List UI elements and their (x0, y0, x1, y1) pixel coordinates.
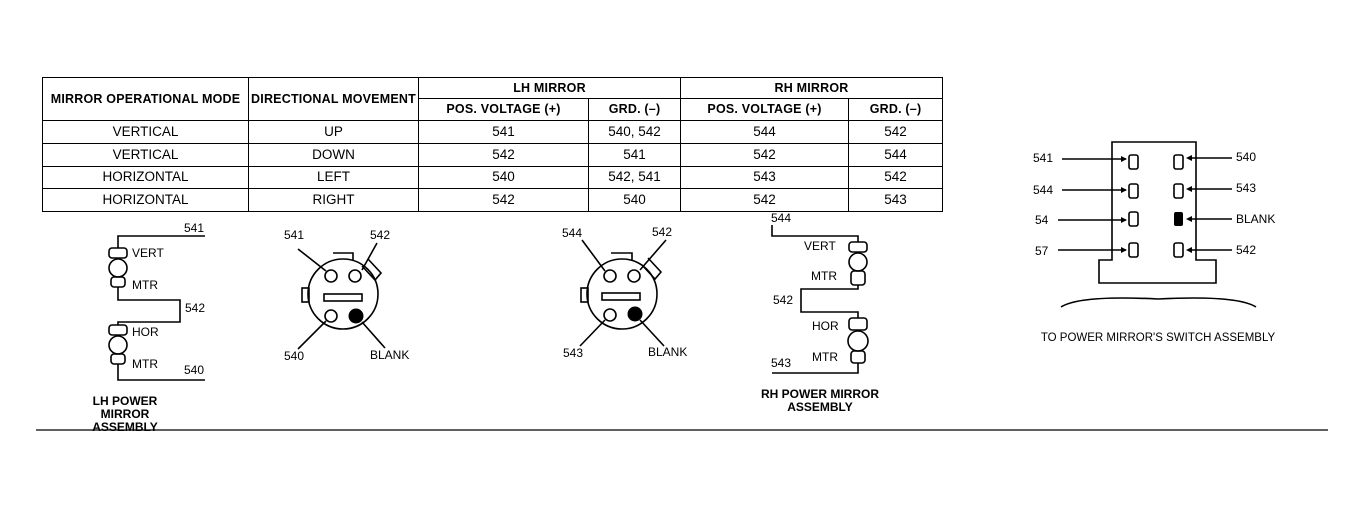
switch-pin-541-label: 541 (1033, 151, 1054, 165)
rh-conn-544-label: 544 (562, 226, 583, 240)
switch-pin-543-label: 543 (1236, 181, 1257, 195)
lh-assembly-title: LH POWER MIRROR ASSEMBLY (92, 394, 158, 434)
switch-pin-544-label: 544 (1033, 183, 1054, 197)
cell-rh-pos: 542 (680, 188, 850, 212)
rh-wire-544-label: 544 (771, 211, 792, 225)
lh-conn-blank-label: BLANK (370, 348, 410, 362)
lh-connector (297, 242, 386, 350)
cell-mode: HORIZONTAL (42, 188, 249, 212)
lh-hor-label: HOR (132, 325, 159, 339)
lh-wire-542-label: 542 (185, 301, 206, 315)
rh-conn-542-label: 542 (652, 225, 673, 239)
cell-movement: DOWN (248, 142, 419, 167)
mirror-wiring-table: MIRROR OPERATIONAL MODE DIRECTIONAL MOVE… (42, 76, 944, 212)
switch-pin-542-label: 542 (1236, 243, 1257, 257)
rh-connector (579, 239, 667, 347)
cell-mode: HORIZONTAL (42, 165, 249, 190)
lh-conn-540-label: 540 (284, 349, 305, 363)
cell-lh-pos: 541 (418, 120, 589, 144)
switch-pin-57-label: 57 (1035, 244, 1049, 258)
switch-pin-leaders (1058, 157, 1232, 251)
table-row: HORIZONTAL LEFT 540 542, 541 543 542 (42, 165, 944, 190)
header-movement: DIRECTIONAL MOVEMENT (248, 76, 419, 122)
cell-lh-grd: 540 (587, 188, 682, 212)
switch-body (1060, 141, 1257, 308)
switch-caption: TO POWER MIRROR'S SWITCH ASSEMBLY (1040, 332, 1276, 344)
cell-rh-grd: 543 (848, 188, 944, 212)
rh-vert-label: VERT (804, 239, 836, 253)
rh-conn-blank-label: BLANK (648, 345, 688, 359)
rh-wire-543-label: 543 (771, 356, 792, 370)
rh-mtr-label-2: MTR (812, 350, 838, 364)
cell-mode: VERTICAL (42, 142, 249, 167)
header-rh-grd: GRD. (–) (848, 97, 944, 122)
lh-vert-label: VERT (132, 246, 164, 260)
cell-lh-grd: 540, 542 (587, 120, 682, 144)
cell-rh-pos: 543 (680, 165, 850, 190)
lh-mtr-label-1: MTR (132, 278, 158, 292)
header-mode: MIRROR OPERATIONAL MODE (42, 76, 249, 122)
rh-assembly-wiring (771, 225, 869, 374)
lh-conn-541-label: 541 (284, 228, 305, 242)
lh-conn-542-label: 542 (370, 228, 391, 242)
rh-conn-543-label: 543 (563, 346, 584, 360)
lh-assembly-wiring (108, 235, 205, 381)
switch-pin-blank-label: BLANK (1236, 212, 1276, 226)
table-row: HORIZONTAL RIGHT 542 540 542 543 (42, 188, 944, 212)
rh-mtr-label-1: MTR (811, 269, 837, 283)
switch-pin-54-label: 54 (1035, 213, 1049, 227)
header-rh-pos: POS. VOLTAGE (+) (680, 97, 850, 122)
rh-wire-542-label: 542 (773, 293, 794, 307)
lh-wire-541-label: 541 (184, 221, 205, 235)
lh-mtr-label-2: MTR (132, 357, 158, 371)
rh-assembly-title: RH POWER MIRROR ASSEMBLY (761, 387, 879, 414)
switch-pin-540-label: 540 (1236, 150, 1257, 164)
lh-wire-540-label: 540 (184, 363, 205, 377)
rh-hor-label: HOR (812, 319, 839, 333)
header-lh-pos: POS. VOLTAGE (+) (418, 97, 589, 122)
